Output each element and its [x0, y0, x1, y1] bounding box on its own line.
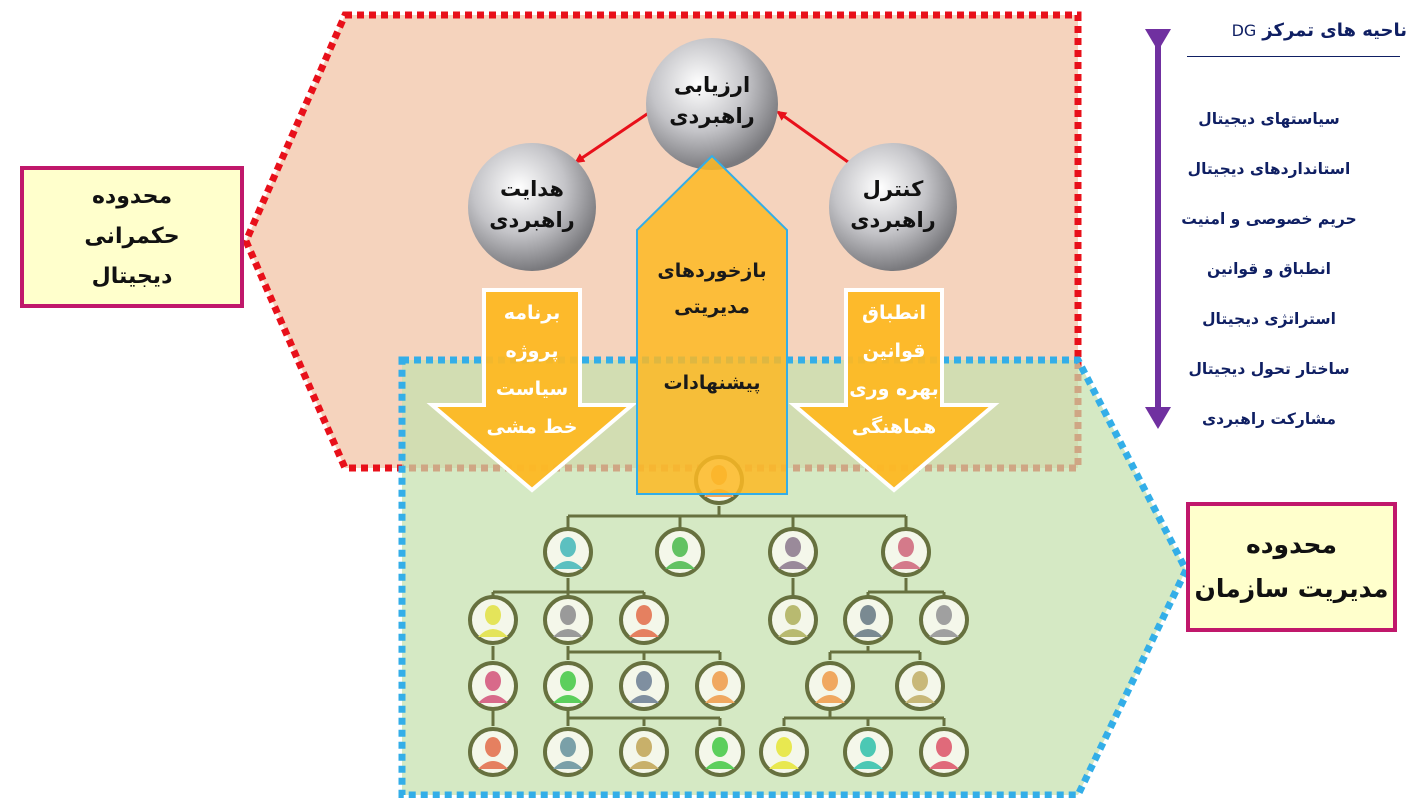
- monitor-circle: کنترل راهبردی: [829, 143, 957, 271]
- org-person-icon: [543, 661, 593, 711]
- org-person-icon: [695, 661, 745, 711]
- governance-label-line-3: دیجیتال: [91, 264, 173, 289]
- center-arrow-line-1: بازخوردهای: [657, 260, 766, 282]
- org-person-icon: [759, 727, 809, 777]
- left-arrow-line-2: پروژه: [506, 340, 559, 362]
- focus-areas-list: سیاستهای دیجیتال استانداردهای دیجیتال حر…: [1154, 110, 1384, 460]
- focus-item: سیاستهای دیجیتال: [1198, 110, 1340, 128]
- evaluate-to-direct-arrow: [574, 110, 651, 164]
- focus-item: استراتژی دیجیتال: [1202, 310, 1336, 328]
- focus-areas-title: ناحیه های تمرکز DG: [1170, 20, 1410, 41]
- org-person-icon: [843, 595, 893, 645]
- org-person-icon: [881, 527, 931, 577]
- evaluate-circle: ارزیابی راهبردی: [646, 38, 778, 170]
- org-person-icon: [543, 527, 593, 577]
- org-person-icon: [843, 727, 893, 777]
- focus-item: استانداردهای دیجیتال: [1187, 160, 1351, 178]
- management-zone-label: محدوده مدیریت سازمان: [1186, 502, 1397, 632]
- org-person-icon: [468, 661, 518, 711]
- evaluate-line-2: راهبردی: [669, 104, 755, 128]
- direct-line-2: راهبردی: [489, 208, 575, 232]
- monitor-line-2: راهبردی: [850, 208, 936, 232]
- governance-zone-label: محدوده حکمرانی دیجیتال: [20, 166, 244, 308]
- org-person-icon: [468, 595, 518, 645]
- org-person-icon: [805, 661, 855, 711]
- left-down-arrow: [426, 288, 638, 493]
- org-person-icon: [619, 595, 669, 645]
- monitor-line-1: کنترل: [863, 177, 924, 201]
- org-chart-lines: [491, 506, 946, 726]
- focus-title-tag: DG: [1231, 21, 1257, 40]
- governance-label-line-1: محدوده: [91, 184, 173, 209]
- org-person-icon: [895, 661, 945, 711]
- management-label-line-2: مدیریت سازمان: [1194, 574, 1389, 603]
- org-person-icon: [768, 527, 818, 577]
- monitor-to-evaluate-arrow: [776, 110, 849, 164]
- org-person-icon: [919, 727, 969, 777]
- left-arrow-line-1: برنامه: [504, 302, 561, 324]
- org-person-icon: [619, 727, 669, 777]
- focus-areas-panel: ناحیه های تمرکز DG سیاستهای دیجیتال استان…: [1170, 20, 1410, 428]
- management-zone: [398, 356, 1190, 798]
- org-person-icon: [655, 527, 705, 577]
- focus-item: انطباق و قوانین: [1207, 260, 1331, 278]
- direct-circle: هدایت راهبردی: [468, 143, 596, 271]
- org-person-icon: [543, 727, 593, 777]
- focus-item: مشارکت راهبردی: [1201, 410, 1337, 428]
- right-arrow-line-1: انطباق: [862, 302, 926, 324]
- focus-title-underline: [1187, 56, 1400, 57]
- focus-item: حریم خصوصی و امنیت: [1181, 210, 1357, 228]
- org-person-icon: [543, 595, 593, 645]
- center-arrow-line-3: پیشنهادات: [663, 372, 760, 394]
- right-down-arrow: [788, 288, 1000, 493]
- evaluate-line-1: ارزیابی: [674, 73, 750, 97]
- center-arrow-line-2: مدیریتی: [674, 296, 750, 318]
- left-arrow-line-3: سیاست: [496, 378, 568, 400]
- right-arrow-line-2: قوانین: [863, 340, 926, 362]
- org-person-icon: [768, 595, 818, 645]
- center-up-arrow: [636, 154, 788, 495]
- org-person-icon: [919, 595, 969, 645]
- right-arrow-line-4: هماهنگی: [852, 415, 936, 438]
- management-label-line-1: محدوده: [1245, 530, 1338, 559]
- org-person-icon: [619, 661, 669, 711]
- org-person-icon: [468, 727, 518, 777]
- focus-title-text: ناحیه های تمرکز: [1262, 20, 1407, 41]
- governance-label-line-2: حکمرانی: [84, 224, 180, 249]
- focus-item: ساختار تحول دیجیتال: [1188, 360, 1350, 378]
- direct-line-1: هدایت: [500, 177, 564, 201]
- left-arrow-line-4: خط مشی: [487, 416, 578, 438]
- org-person-icon: [695, 727, 745, 777]
- org-chart-people: [468, 455, 969, 777]
- right-arrow-line-3: بهره وری: [849, 378, 939, 400]
